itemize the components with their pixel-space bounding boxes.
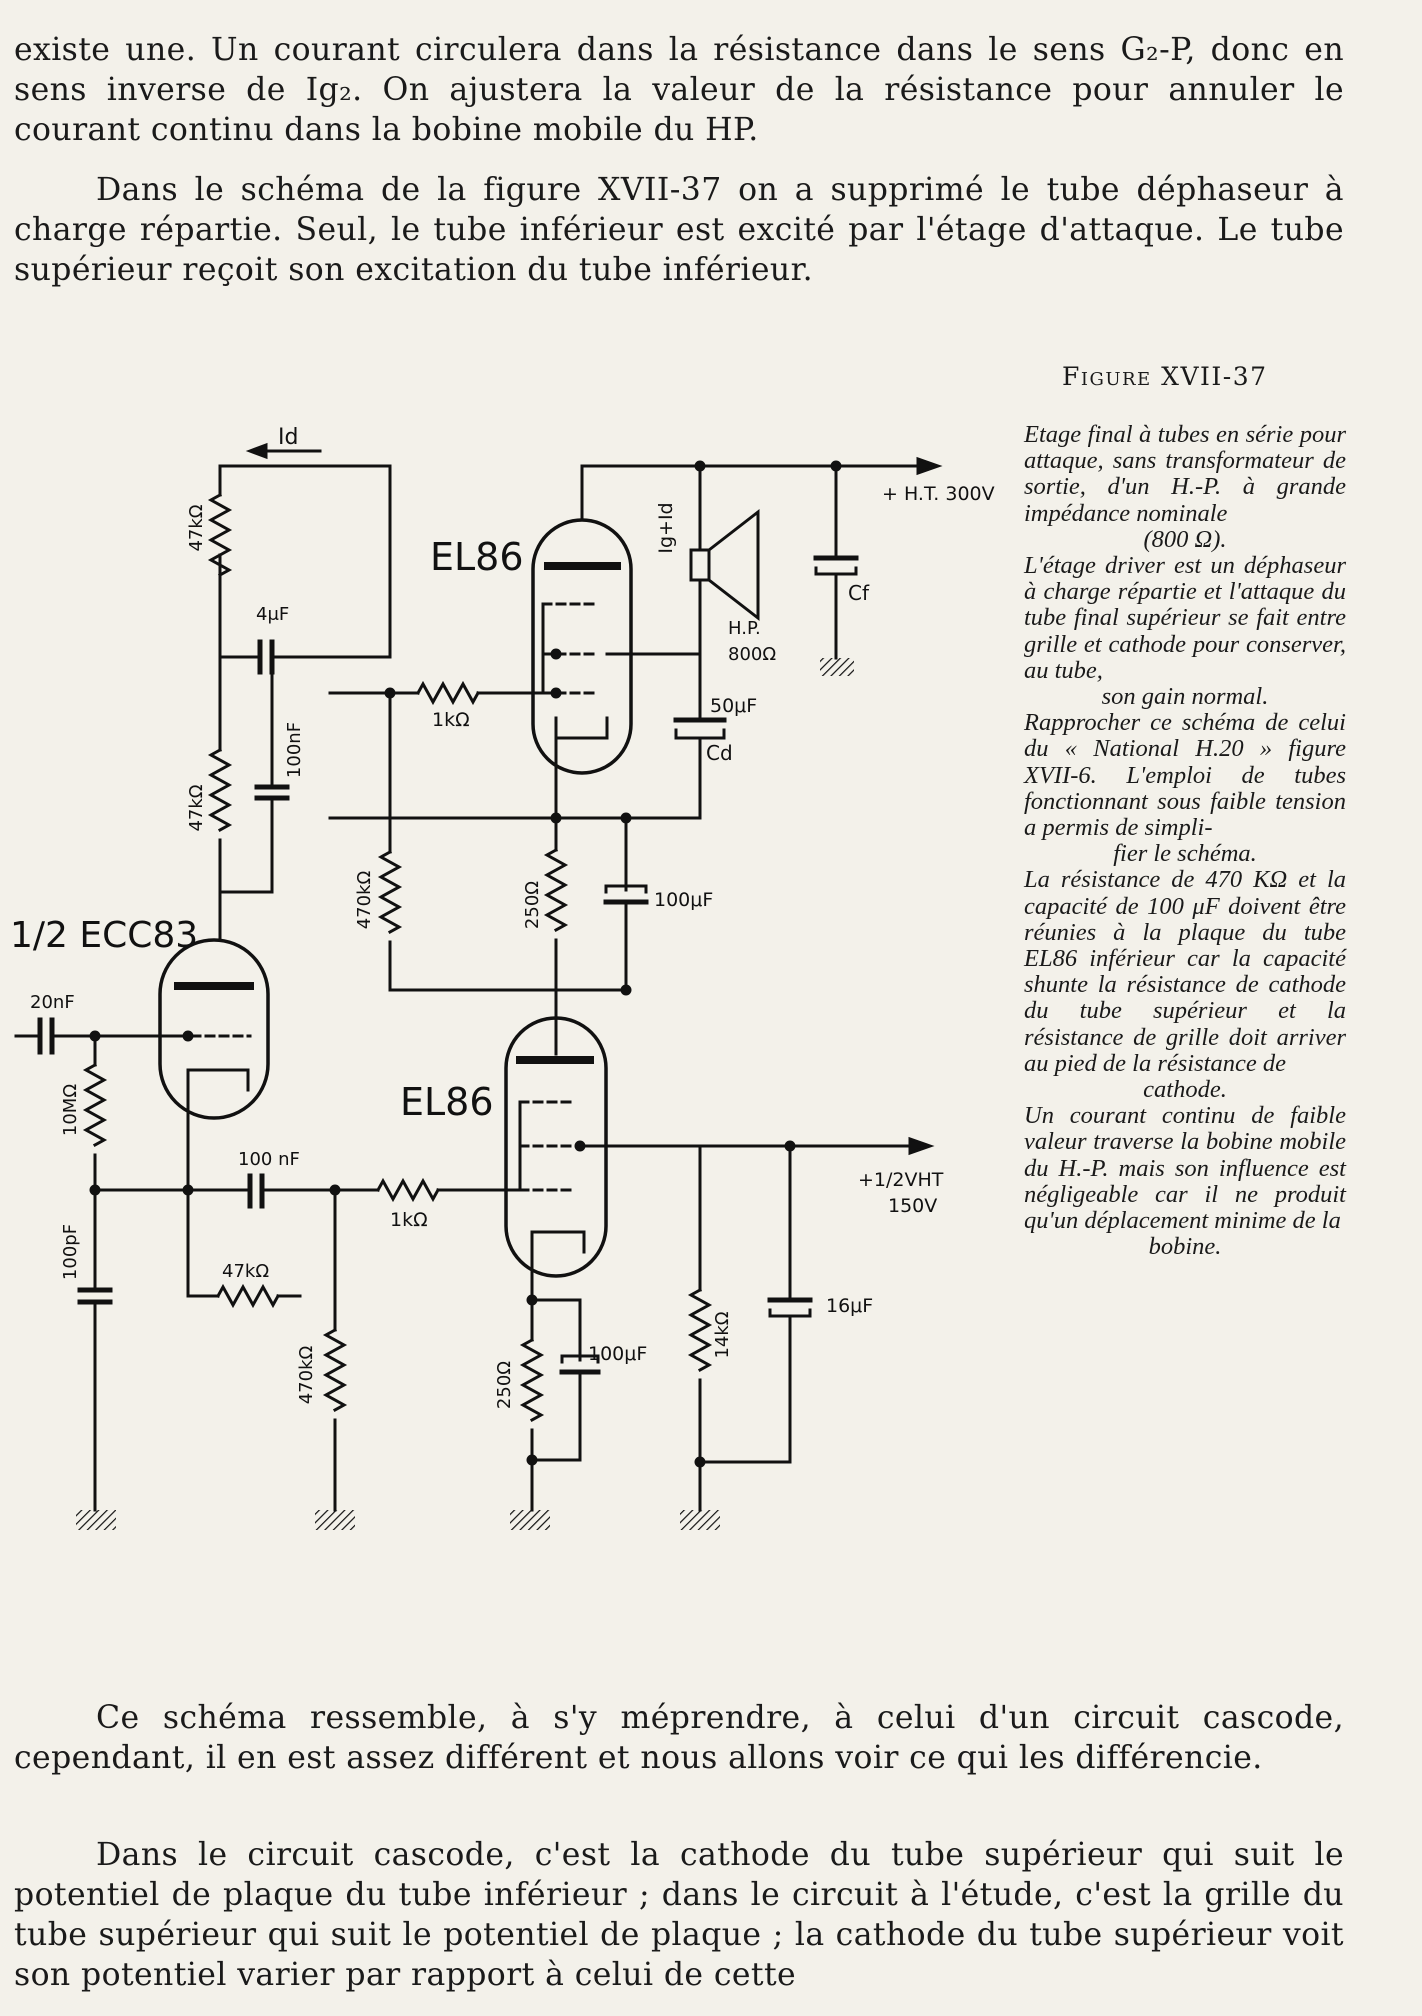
ground-icon (76, 1510, 116, 1530)
label-ht150a: +1/2VHT (858, 1169, 944, 1191)
figure-title: Figure XVII-37 (1062, 362, 1268, 391)
resistor-250-upper (543, 847, 569, 933)
label-r470k-mid: 470kΩ (354, 870, 375, 929)
label-r47k-mid: 47kΩ (186, 784, 207, 831)
label-c100p: 100pF (60, 1224, 81, 1280)
label-c100n-h: 100 nF (238, 1149, 300, 1170)
ground-symbols (76, 658, 854, 1530)
resistor-250-lower (519, 1337, 545, 1423)
label-r10m: 10MΩ (60, 1084, 81, 1136)
resistor-1k-upper (415, 680, 481, 706)
caption-line: fier le schéma. (1113, 840, 1257, 868)
label-r1k-low: 1kΩ (390, 1209, 428, 1231)
label-r1k-top: 1kΩ (432, 709, 470, 731)
label-r14k: 14kΩ (712, 1311, 733, 1358)
label-el86-bottom: EL86 (400, 1080, 494, 1124)
label-c16u: 16μF (826, 1295, 873, 1317)
resistor-470k-mid (377, 849, 403, 935)
label-ecc83: 1/2 ECC83 (10, 915, 198, 956)
resistor-47k-mid (207, 747, 233, 833)
speaker-icon (707, 508, 760, 622)
label-cd: Cd (706, 741, 733, 765)
label-c20n: 20nF (30, 992, 75, 1013)
label-hp-ohm: 800Ω (728, 644, 776, 665)
label-r250-top: 250Ω (522, 881, 543, 929)
label-c4u: 4μF (256, 604, 289, 625)
resistor-14k (687, 1287, 713, 1373)
label-r250-low: 250Ω (494, 1361, 515, 1409)
caption-line: (800 Ω). (1143, 525, 1227, 553)
id-arrowhead (245, 442, 268, 460)
paragraph-continuation: existe une. Un courant circulera dans la… (14, 32, 1344, 148)
label-r47k-top: 47kΩ (186, 504, 207, 551)
ground-icon (680, 1510, 720, 1530)
ground-icon (315, 1510, 355, 1530)
label-c100u-mid: 100μF (654, 889, 713, 911)
label-c100n-v: 100nF (284, 722, 305, 778)
label-hp: H.P. (728, 618, 761, 639)
paragraph-cascode-compare: Ce schéma ressemble, à s'y méprendre, à … (14, 1700, 1344, 1776)
ground-icon (510, 1510, 550, 1530)
figure-caption: Etage final à tubes en série pour attaqu… (1024, 421, 1346, 1261)
caption-line: Un courant continu de faible valeur trav… (1024, 1102, 1346, 1235)
resistor-47k-low (215, 1283, 281, 1309)
label-cf: Cf (848, 581, 870, 605)
caption-line: cathode. (1143, 1076, 1227, 1104)
label-c100u-low: 100μF (588, 1343, 647, 1365)
label-c50u: 50μF (710, 695, 757, 717)
resistor-10M (82, 1062, 108, 1148)
label-ht150b: 150V (888, 1195, 937, 1217)
circuit-schematic: Id + H.T. 300V EL86 EL86 1/2 ECC83 47kΩ … (10, 425, 995, 1530)
caption-line: L'étage driver est un déphaseur à charge… (1024, 552, 1346, 684)
label-igid: Ig+Id (655, 502, 677, 553)
ground-icon (820, 658, 854, 676)
label-r47k-low: 47kΩ (222, 1261, 269, 1282)
caption-line: bobine. (1148, 1233, 1222, 1261)
tube-ecc83 (158, 938, 270, 1120)
label-r470k-low: 470kΩ (296, 1345, 317, 1404)
label-ht300: + H.T. 300V (882, 483, 995, 505)
speaker-coil (689, 548, 711, 582)
caption-line: Rapprocher ce schéma de celui du « Natio… (1024, 709, 1346, 842)
resistor-470k-low (322, 1327, 348, 1413)
resistor-1k-lower (375, 1177, 441, 1203)
label-id: Id (278, 425, 298, 450)
paragraph-cascode-detail: Dans le circuit cascode, c'est la cathod… (14, 1837, 1344, 1993)
paragraph-figure-intro: Dans le schéma de la figure XVII-37 on a… (14, 172, 1344, 288)
caption-line: son gain normal. (1101, 683, 1269, 711)
caption-line: La résistance de 470 KΩ et la capacité d… (1024, 866, 1346, 1077)
label-el86-top: EL86 (430, 535, 524, 579)
caption-line: Etage final à tubes en série pour attaqu… (1024, 421, 1346, 527)
tube-el86-upper (531, 518, 633, 775)
